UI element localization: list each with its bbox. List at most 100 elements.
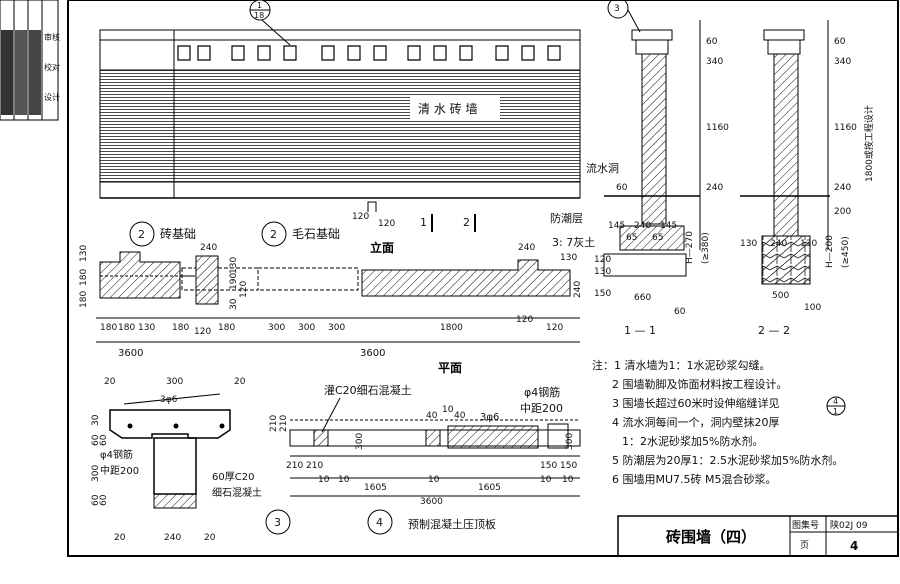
plan-dim-1: 180 bbox=[100, 323, 117, 333]
d4-spacing: 中距200 bbox=[520, 402, 563, 415]
s11-dim-8: 60 bbox=[616, 183, 628, 193]
plan-mid-v-2: 190 bbox=[229, 273, 239, 290]
plan-dim-3: 130 bbox=[138, 323, 155, 333]
s11-dim-2: 340 bbox=[706, 57, 723, 67]
s11-dim-h7: 60 bbox=[674, 307, 686, 317]
note-4b: 1：2水泥砂浆加5%防水剂。 bbox=[622, 435, 764, 448]
s11-dim-h4: 65 bbox=[626, 233, 637, 243]
page-label: 页 bbox=[800, 540, 809, 551]
d4-dim-10: 10 bbox=[562, 475, 574, 485]
plan-dim-5: 120 bbox=[194, 327, 211, 337]
legend-brick-label: 砖基础 bbox=[160, 226, 196, 241]
plan-mid-v-4: 30 bbox=[229, 298, 239, 310]
s11-dim-h6: 660 bbox=[634, 293, 651, 303]
d4-dim-8: 10 bbox=[428, 475, 440, 485]
plan-right-v-1: 130 bbox=[560, 253, 577, 263]
s22-depth-min: (≥450) bbox=[841, 236, 851, 268]
legend-rubble-num: 2 bbox=[270, 228, 277, 241]
plan-dim-11: 120 bbox=[516, 315, 533, 325]
d3-side-6: 60 bbox=[99, 494, 109, 506]
plan-v-dim-3: 180 bbox=[79, 291, 89, 308]
d4-dim-15: 210 bbox=[269, 415, 279, 432]
elevation-view: 清 水 砖 墙 1 18 1 2 120 120 bbox=[99, 0, 581, 232]
d4-total: 3600 bbox=[420, 497, 443, 507]
d4-rebar-note: φ4钢筋 bbox=[524, 385, 560, 399]
s11-dim-h1: 145 bbox=[608, 221, 625, 231]
atlas-no: 陕02J 09 bbox=[830, 519, 868, 531]
d4-title: 预制混凝土压顶板 bbox=[408, 517, 496, 531]
d3-num: 3 bbox=[274, 516, 281, 529]
plan-dim-8: 300 bbox=[298, 323, 315, 333]
s11-dim-4: 240 bbox=[706, 183, 723, 193]
note-ref-sheet: 1 bbox=[833, 407, 838, 416]
legend-brick-num: 2 bbox=[138, 228, 145, 241]
d3-stirrup: φ4钢筋 bbox=[100, 448, 133, 461]
s22-title: 2 — 2 bbox=[758, 324, 790, 337]
d3-side-2: 60 bbox=[91, 434, 101, 446]
wall-text: 清 水 砖 墙 bbox=[418, 101, 477, 116]
s11-dim-h3: 145 bbox=[660, 221, 677, 231]
section-2-2: 60 340 1160 240 200 130 240 130 500 100 … bbox=[740, 20, 875, 337]
label-lime: 3: 7灰土 bbox=[552, 235, 595, 249]
section-1-1: 3 60 340 1160 240 120 130 150 60 145 240… bbox=[550, 0, 729, 337]
s11-dim-3: 1160 bbox=[706, 123, 729, 133]
notes: 注：1 清水墙为1：1水泥砂浆勾缝。 2 围墙勒脚及饰面材料按工程设计。 3 围… bbox=[592, 356, 892, 489]
s22-dim-h5: 100 bbox=[804, 303, 821, 313]
section-mark-1: 1 bbox=[420, 216, 427, 229]
d3-slab: 60厚C20 bbox=[212, 471, 254, 483]
s11-dim-1: 60 bbox=[706, 37, 718, 47]
legend: 2 砖基础 2 毛石基础 立面 bbox=[129, 221, 394, 255]
s11-dim-h2: 240 bbox=[634, 221, 651, 231]
plan-dim-4: 180 bbox=[172, 323, 189, 333]
s22-dim-h4: 500 bbox=[772, 291, 789, 301]
detail-3: 20 300 20 3φ6 30 60 60 300 60 60 20 240 … bbox=[91, 377, 291, 543]
d3-top-2: 300 bbox=[166, 377, 183, 387]
detail-4: 40 10 40 210 210 1605 1605 150 150 10 10… bbox=[269, 383, 581, 535]
s22-depth: H—200 bbox=[825, 235, 835, 268]
plan-mid-v-1: 130 bbox=[229, 257, 239, 274]
label-dampproof: 防潮层 bbox=[550, 211, 583, 225]
s11-dim-5: 120 bbox=[594, 255, 611, 265]
d4-dim-5: 150 bbox=[540, 461, 557, 471]
d4-dim-6: 150 bbox=[560, 461, 577, 471]
callout-3: 3 bbox=[614, 4, 620, 14]
plan-dim-6: 180 bbox=[218, 323, 235, 333]
plan-dim-2: 180 bbox=[118, 323, 135, 333]
plan-v-dim-2: 180 bbox=[79, 269, 89, 286]
d4-dim-14: 300 bbox=[565, 433, 575, 450]
s22-dim-5: 200 bbox=[834, 207, 851, 217]
title-block: 砖围墙（四） 图集号 陕02J 09 页 4 bbox=[617, 515, 899, 557]
s22-dim-3: 1160 bbox=[834, 123, 857, 133]
d4-dim-13: 300 bbox=[355, 433, 365, 450]
plan-dim-12: 120 bbox=[546, 323, 563, 333]
note-5: 5 防潮层为20厚1：2.5水泥砂浆加5%防水剂。 bbox=[612, 454, 844, 467]
s22-dim-h1: 130 bbox=[740, 239, 757, 249]
d3-side-1: 30 bbox=[91, 414, 101, 426]
d4-top-2: 10 bbox=[442, 405, 454, 415]
d4-dim-2: 210 bbox=[306, 461, 323, 471]
d3-bottom-1: 20 bbox=[114, 533, 126, 543]
s22-dim-4: 240 bbox=[834, 183, 851, 193]
note-4: 4 流水洞每间一个，洞内壁抹20厚 bbox=[612, 416, 780, 429]
plan-dim-9: 300 bbox=[328, 323, 345, 333]
plan-total-1: 3600 bbox=[118, 348, 143, 359]
d3-top-3: 20 bbox=[234, 377, 246, 387]
page-no: 4 bbox=[850, 539, 858, 553]
d4-dim-1: 210 bbox=[286, 461, 303, 471]
d4-dim-4: 1605 bbox=[478, 483, 501, 493]
plan-total-2: 3600 bbox=[360, 348, 385, 359]
d4-top-1: 40 bbox=[426, 411, 438, 421]
d3-bottom-3: 20 bbox=[204, 533, 216, 543]
sheet-title: 砖围墙（四） bbox=[666, 528, 756, 546]
plan-view: 130 180 180 240 130 190 120 30 240 130 2… bbox=[79, 243, 583, 375]
elev-dim-2: 120 bbox=[378, 219, 395, 229]
s11-dim-7: 150 bbox=[594, 289, 611, 299]
plan-mid-v-3: 120 bbox=[239, 281, 249, 298]
d4-grout: 灌C20细石混凝土 bbox=[324, 383, 412, 397]
side-label-1: 审核 bbox=[44, 32, 60, 42]
section-mark-2: 2 bbox=[463, 216, 470, 229]
d3-side-5: 60 bbox=[91, 494, 101, 506]
d4-top-3: 40 bbox=[454, 411, 466, 421]
